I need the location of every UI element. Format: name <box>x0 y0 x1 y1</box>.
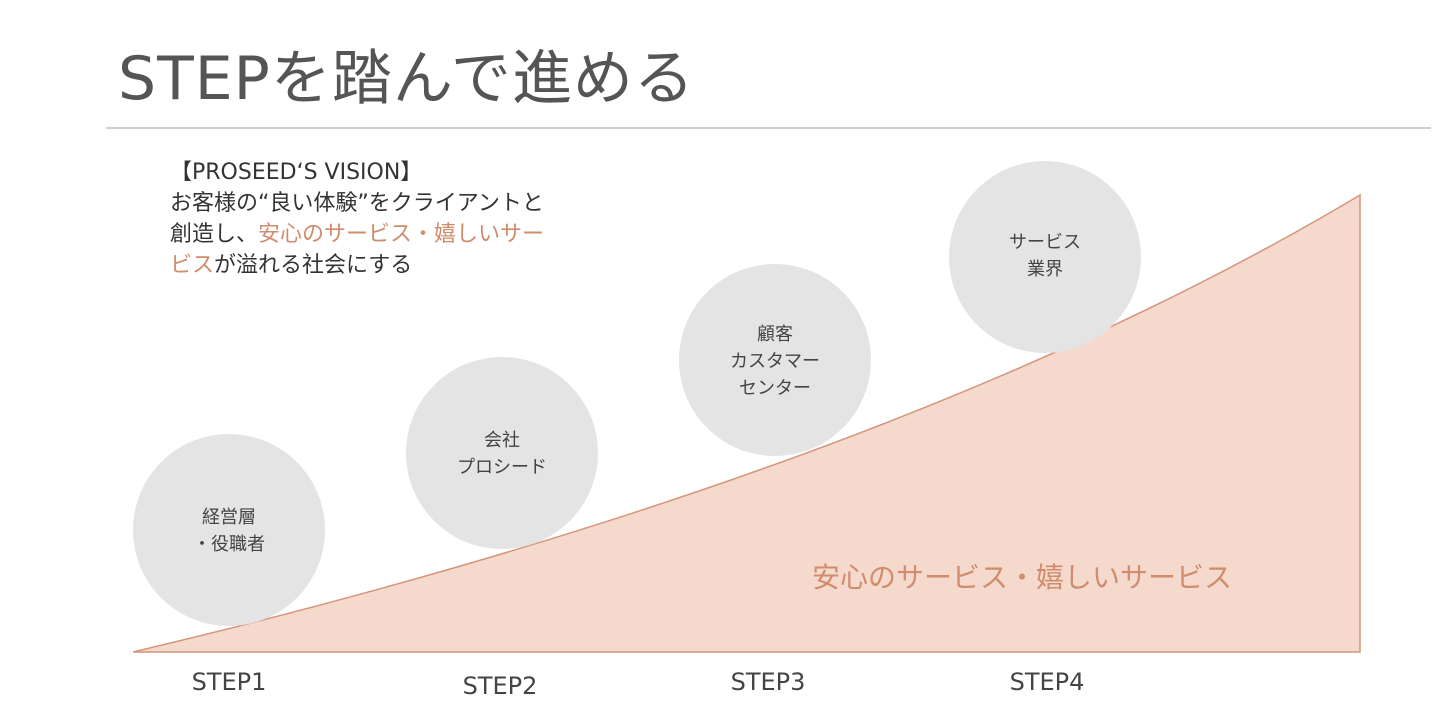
circle-text: ・役職者 <box>193 534 265 555</box>
circle-text: カスタマー <box>730 351 820 372</box>
circle-text: 会社 <box>484 430 520 451</box>
vision-line-2: 創造し、安心のサービス・嬉しいサー <box>170 219 544 250</box>
step4-circle-label: サービス 業界 <box>950 229 1140 283</box>
step4-circle <box>949 161 1141 353</box>
step3-circle-label: 顧客 カスタマー センター <box>680 321 870 402</box>
step2-circle <box>406 357 598 549</box>
step2-label: STEP2 <box>462 672 538 700</box>
step3-circle <box>679 264 871 456</box>
step3-label: STEP3 <box>730 668 806 696</box>
step4-label: STEP4 <box>1009 668 1085 696</box>
circle-text: センター <box>739 378 811 399</box>
step1-circle <box>133 434 325 626</box>
circle-text: 業界 <box>1027 259 1063 280</box>
title-divider <box>106 127 1431 129</box>
vision-statement: 【PROSEED‘S VISION】 お客様の“良い体験”をクライアントと 創造… <box>170 157 544 281</box>
vision-accent: 安心のサービス・嬉しいサー <box>258 222 545 247</box>
vision-text: 創造し、 <box>170 222 259 247</box>
page-title: STEPを踏んで進める <box>118 44 695 114</box>
step2-circle-label: 会社 プロシード <box>407 427 597 481</box>
circle-text: 顧客 <box>757 324 793 345</box>
area-label: 安心のサービス・嬉しいサービス <box>812 561 1233 594</box>
vision-line-3: ビスが溢れる社会にする <box>170 250 544 281</box>
circle-text: サービス <box>1009 232 1081 253</box>
circle-text: プロシード <box>457 457 547 478</box>
growth-area <box>132 193 1361 653</box>
vision-accent: ビス <box>170 253 215 278</box>
step1-label: STEP1 <box>191 668 267 696</box>
vision-text: が溢れる社会にする <box>214 253 413 278</box>
step1-circle-label: 経営層 ・役職者 <box>134 504 324 558</box>
vision-heading: 【PROSEED‘S VISION】 <box>170 160 423 185</box>
vision-line-1: お客様の“良い体験”をクライアントと <box>170 191 544 216</box>
circle-text: 経営層 <box>202 507 256 528</box>
